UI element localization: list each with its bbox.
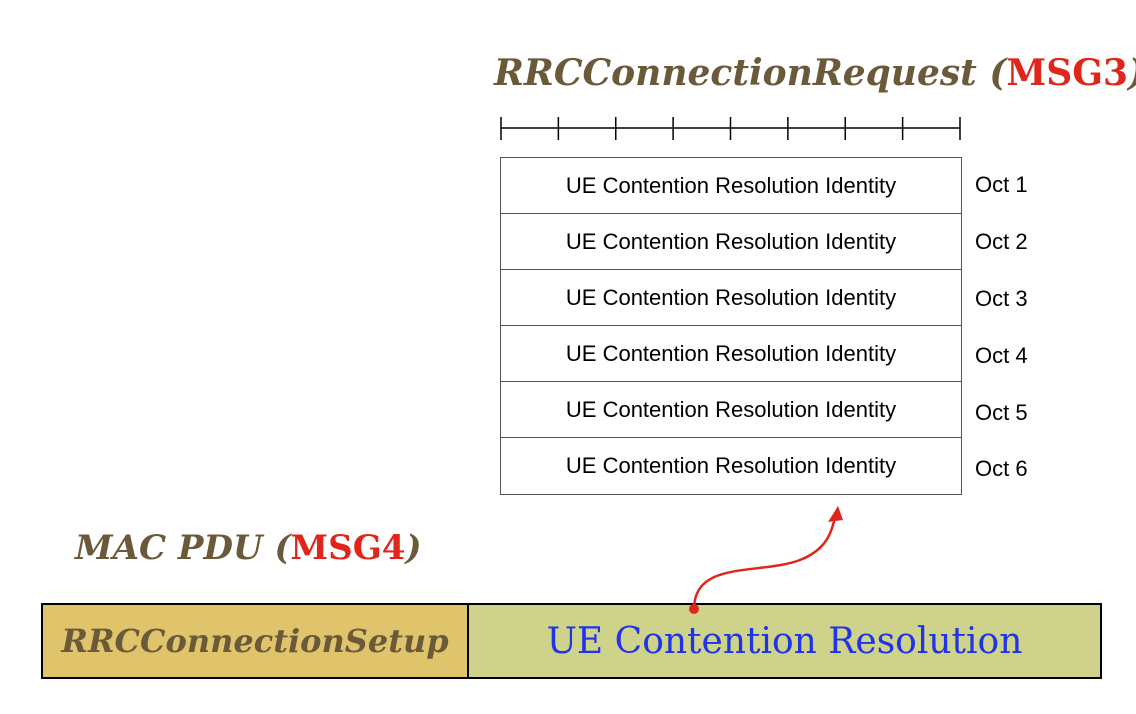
octet-field: UE Contention Resolution Identity	[565, 396, 897, 422]
pdu-rrc-setup-label: RRCConnectionSetup	[61, 622, 449, 660]
octet-label: Oct 4	[975, 343, 1028, 368]
pdu-contention-resolution-label: UE Contention Resolution	[546, 620, 1023, 662]
msg3-title-msg: MSG3	[1006, 52, 1128, 94]
msg3-title-main: RRCConnectionRequest (	[494, 52, 1007, 94]
octet-row: UE Contention Resolution Identity	[501, 158, 961, 214]
octet-field: UE Contention Resolution Identity	[565, 340, 897, 366]
msg4-title-main: MAC PDU (	[75, 528, 291, 568]
arrow-curve	[692, 511, 838, 610]
octet-row: UE Contention Resolution Identity	[501, 270, 961, 326]
octet-row: UE Contention Resolution Identity	[501, 326, 961, 382]
msg4-title-close: )	[405, 528, 422, 568]
msg3-title: RRCConnectionRequest (MSG3)	[494, 52, 1136, 94]
pdu-contention-resolution-field: UE Contention Resolution	[469, 605, 1100, 677]
octet-row: UE Contention Resolution Identity	[501, 214, 961, 270]
octet-table: UE Contention Resolution Identity UE Con…	[500, 157, 962, 495]
octet-field: UE Contention Resolution Identity	[565, 453, 897, 478]
octet-label: Oct 2	[975, 229, 1028, 254]
pdu-rrc-setup-field: RRCConnectionSetup	[43, 605, 469, 677]
arrow-head-icon	[828, 506, 843, 522]
octet-label: Oct 5	[975, 400, 1028, 425]
octet-field: UE Contention Resolution Identity	[565, 172, 897, 198]
msg4-title: MAC PDU (MSG4)	[75, 528, 422, 568]
octet-row: UE Contention Resolution Identity	[501, 382, 961, 438]
ruler-ticks	[500, 117, 961, 140]
octet-label: Oct 3	[975, 286, 1028, 311]
msg4-title-msg: MSG4	[290, 528, 406, 568]
octet-label: Oct 6	[975, 456, 1028, 481]
octet-row: UE Contention Resolution Identity	[501, 438, 961, 494]
octet-label: Oct 1	[975, 172, 1028, 197]
arrow-origin-dot	[689, 604, 699, 614]
mac-pdu: RRCConnectionSetup UE Contention Resolut…	[41, 603, 1102, 679]
octet-field: UE Contention Resolution Identity	[565, 228, 897, 254]
msg3-title-close: )	[1128, 52, 1136, 94]
octet-field: UE Contention Resolution Identity	[565, 284, 897, 310]
